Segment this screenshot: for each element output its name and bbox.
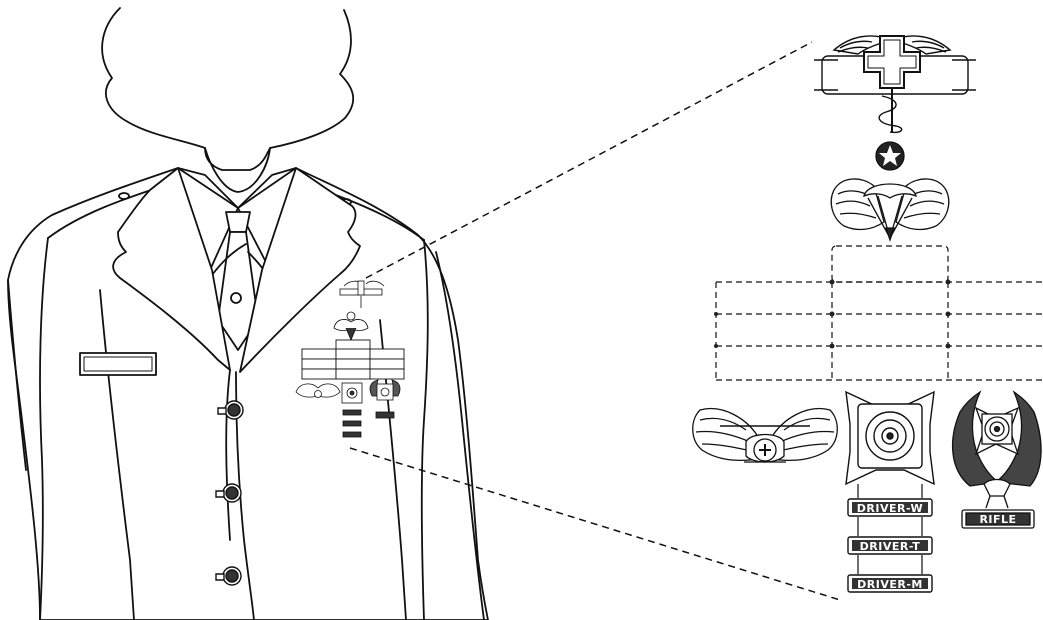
master-parachutist-badge: [831, 142, 949, 240]
tie-knot: [226, 212, 250, 232]
marksmanship-badge: RIFLE: [953, 392, 1041, 528]
ribbon-rack-grid: [716, 282, 1043, 380]
driver-bars: DRIVER-W DRIVER-T DRIVER-M: [848, 499, 932, 592]
ribbon-top: [832, 246, 948, 282]
driver-bar-2-label: DRIVER-T: [860, 540, 921, 553]
uniform-figure: [8, 8, 488, 620]
driver-bar-3: DRIVER-M: [848, 575, 932, 592]
driver-bar-1: DRIVER-W: [848, 499, 932, 516]
driver-chains: [858, 484, 922, 574]
air-assault-badge: [693, 409, 838, 462]
ribbon-rack: [716, 246, 1043, 380]
upper-leader-line: [366, 42, 812, 278]
driver-bar-3-label: DRIVER-M: [857, 578, 923, 591]
head-silhouette: [102, 8, 353, 170]
nameplate: [80, 353, 156, 375]
jacket-outline: [8, 168, 488, 620]
rifle-bar-label: RIFLE: [979, 513, 1016, 526]
driver-bar-1-label: DRIVER-W: [857, 502, 923, 515]
driver-bar-2: DRIVER-T: [848, 537, 932, 554]
expert-field-medical-badge: [814, 36, 976, 132]
